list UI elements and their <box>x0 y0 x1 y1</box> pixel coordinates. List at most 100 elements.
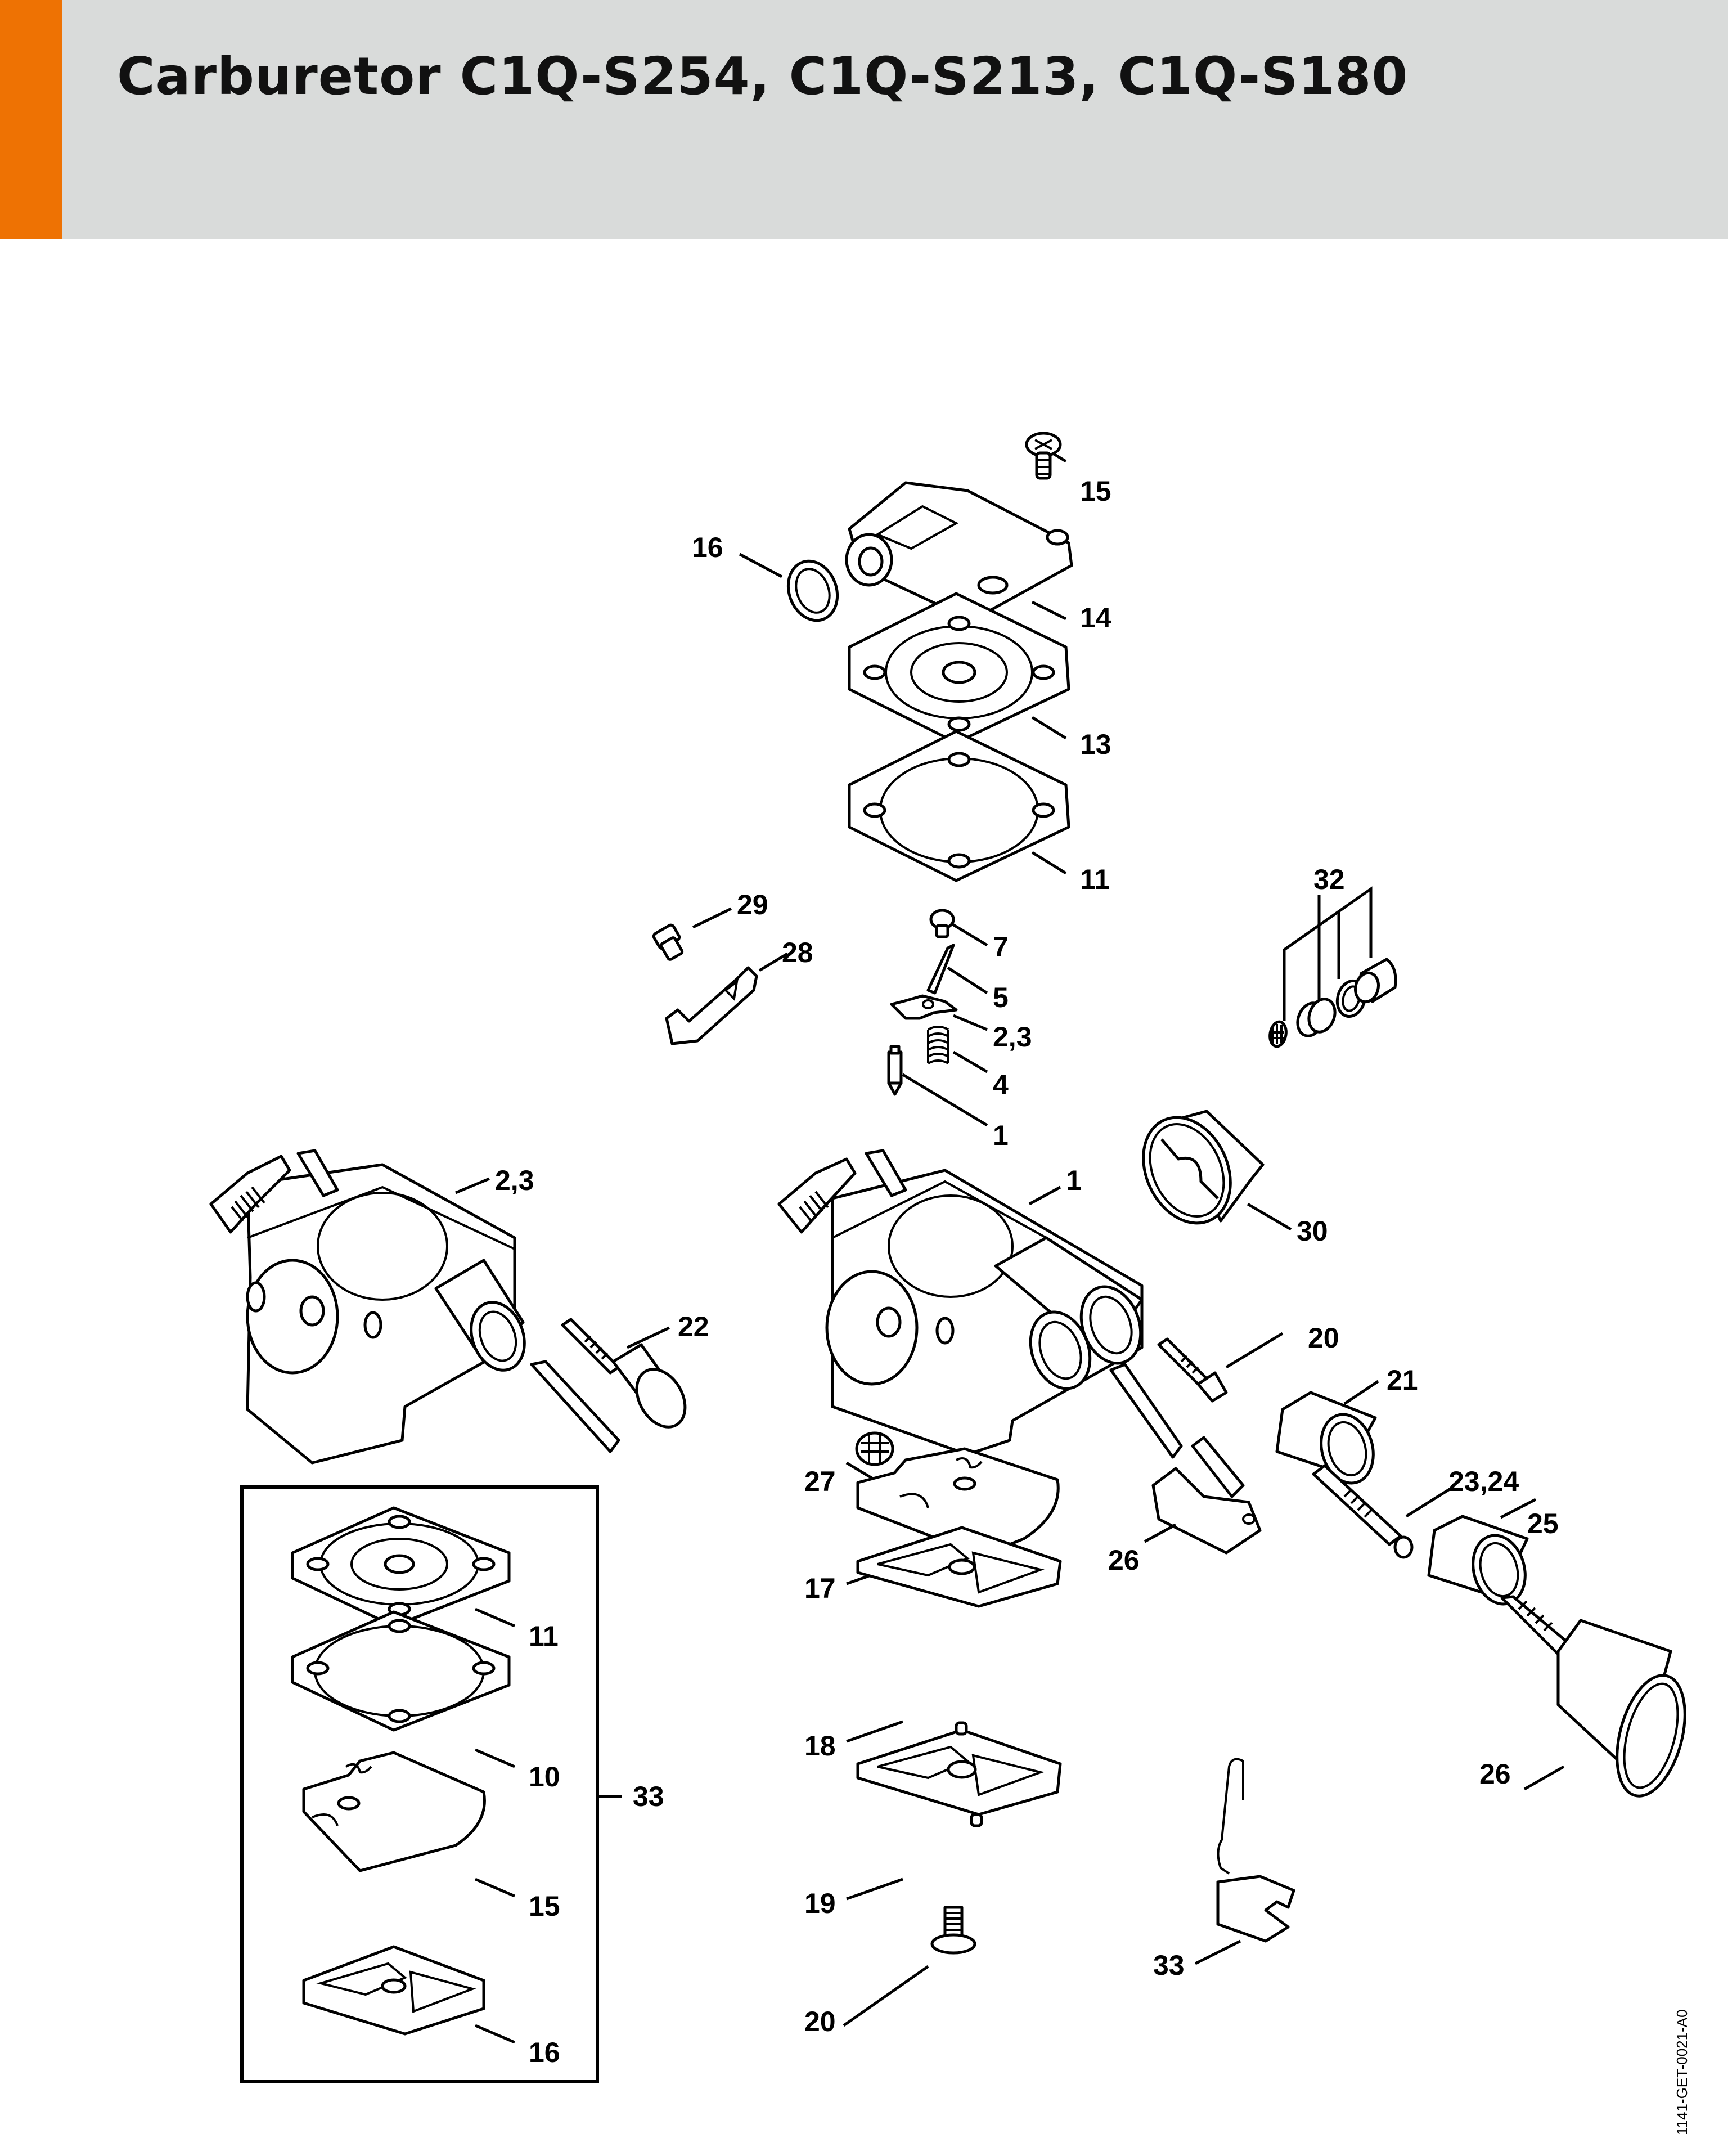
callout-15[interactable]: 17 <box>804 1573 836 1604</box>
part-11-pump-diaphragm[interactable] <box>848 592 1070 744</box>
leader-line-4 <box>902 1073 988 1127</box>
callout-16[interactable]: 18 <box>804 1730 836 1762</box>
kit-part-16 <box>302 1945 485 2036</box>
leader-line-13 <box>1052 452 1067 463</box>
callout-20[interactable]: 21 <box>1387 1364 1418 1396</box>
kit-part-11 <box>291 1506 511 1628</box>
kit-box-33[interactable]: 11 10 15 16 <box>240 1485 599 2083</box>
part-4-inlet-needle[interactable] <box>887 1045 903 1096</box>
callout-33[interactable]: 33 <box>633 1781 664 1812</box>
leader-line-kit-15 <box>475 1877 515 1898</box>
leader-line-12 <box>1031 600 1067 621</box>
part-19-adjusting-screw[interactable] <box>1157 1337 1228 1403</box>
callout-12[interactable]: 14 <box>1080 602 1112 634</box>
callout-14[interactable]: 16 <box>692 532 723 563</box>
callout-10[interactable]: 11 <box>1080 864 1110 895</box>
callout-5[interactable]: 2,3 <box>993 1021 1032 1053</box>
callout-26[interactable]: 26 <box>1479 1758 1511 1790</box>
leader-line-11 <box>1031 716 1067 740</box>
leader-line-31 <box>1194 1939 1241 1965</box>
part-17-end-cover[interactable] <box>856 1721 1062 1827</box>
leader-line-10 <box>1031 851 1067 875</box>
part-21-adjusting-screw-with-cap[interactable] <box>561 1318 695 1436</box>
leader-line-28 <box>758 952 789 972</box>
page-header: Carburetor C1Q-S254, C1Q-S213, C1Q-S180 <box>0 0 1728 239</box>
part-27-strainer[interactable] <box>855 1431 894 1466</box>
callout-18[interactable]: 20 <box>804 2006 836 2037</box>
callout-kit-15[interactable]: 15 <box>529 1890 560 1922</box>
callout-13[interactable]: 15 <box>1080 475 1112 507</box>
part-16-gasket[interactable] <box>856 1526 1062 1608</box>
leader-line-2-3 <box>455 1177 490 1194</box>
callout-31[interactable]: 33 <box>1153 1950 1185 1981</box>
part-12-end-cover[interactable] <box>845 481 1073 615</box>
callout-19[interactable]: 20 <box>1308 1322 1339 1354</box>
callout-2-3[interactable]: 2,3 <box>495 1165 534 1196</box>
leader-line-26 <box>1523 1765 1565 1791</box>
part-1-carburetor-body[interactable] <box>777 1149 1151 1456</box>
leader-line-1 <box>1028 1185 1061 1206</box>
callout-8-9[interactable]: 7 <box>993 931 1009 963</box>
leader-line-19 <box>1225 1332 1284 1369</box>
part-26-idle-speed-screw[interactable] <box>1500 1595 1697 1803</box>
part-15-metering-diaphragm[interactable] <box>856 1447 1060 1557</box>
callout-30[interactable]: 30 <box>1297 1215 1328 1247</box>
callout-25[interactable]: 26 <box>1108 1544 1140 1576</box>
callout-23-24[interactable]: 25 <box>1527 1508 1559 1539</box>
part-29-screw[interactable] <box>652 923 684 961</box>
part-32-valve-set[interactable] <box>1268 886 1397 1048</box>
callout-kit-11[interactable]: 11 <box>529 1620 559 1652</box>
callout-27[interactable]: 27 <box>804 1466 836 1497</box>
part-22-adjusting-screw[interactable] <box>1312 1464 1414 1559</box>
callout-32[interactable]: 32 <box>1313 864 1345 895</box>
leader-line-30 <box>1246 1202 1292 1231</box>
part-2-3-carburetor-body[interactable] <box>209 1149 533 1465</box>
part-30-cap[interactable] <box>1127 1103 1264 1237</box>
leader-line-22 <box>1405 1486 1452 1518</box>
part-5-inlet-control-lever[interactable] <box>890 994 958 1020</box>
part-28-lever[interactable] <box>665 966 758 1045</box>
part-6-spring[interactable] <box>927 1026 950 1064</box>
kit-part-10 <box>291 1610 511 1732</box>
part-14-ring[interactable] <box>780 554 845 627</box>
callout-4[interactable]: 1 <box>993 1120 1009 1151</box>
part-7-spindle[interactable] <box>926 944 955 995</box>
part-8-9-screw[interactable] <box>929 909 955 938</box>
leader-line-27 <box>845 1461 876 1481</box>
part-10-gasket[interactable] <box>848 730 1070 882</box>
part-23-24-limiter-cap[interactable] <box>1427 1515 1533 1610</box>
leader-line-23-24 <box>1500 1498 1537 1519</box>
callout-6[interactable]: 4 <box>993 1069 1009 1101</box>
callout-22[interactable]: 23,24 <box>1448 1466 1519 1497</box>
leader-line-5 <box>953 1014 988 1031</box>
callout-17[interactable]: 19 <box>804 1888 836 1919</box>
leader-line-17 <box>846 1877 903 1901</box>
leader-line-20 <box>1343 1380 1379 1405</box>
callout-28[interactable]: 28 <box>782 937 813 968</box>
callout-21[interactable]: 22 <box>678 1311 709 1342</box>
document-id: 1141-GET-0021-A0 <box>1673 2009 1690 2135</box>
part-13-screw[interactable] <box>1025 432 1062 480</box>
leader-line-18 <box>843 1965 929 2027</box>
leader-line-kit-16 <box>475 2024 515 2044</box>
part-20-limiter-cap[interactable] <box>1275 1391 1381 1489</box>
part-31-heating-element[interactable] <box>1216 1758 1295 1943</box>
header-accent-bar <box>0 0 62 239</box>
part-lever-left <box>530 1360 620 1453</box>
leader-line-25 <box>1144 1523 1177 1543</box>
leader-line-7 <box>947 966 988 995</box>
callout-11[interactable]: 13 <box>1080 729 1112 760</box>
leader-line-21 <box>626 1326 670 1349</box>
callout-29[interactable]: 29 <box>737 889 768 920</box>
callout-kit-16[interactable]: 16 <box>529 2037 560 2068</box>
callout-7[interactable]: 5 <box>993 982 1009 1013</box>
leader-line-14 <box>739 553 783 578</box>
leader-line-kit-11 <box>475 1607 515 1628</box>
part-25-lever[interactable] <box>1151 1436 1262 1555</box>
callout-kit-10[interactable]: 10 <box>529 1761 560 1793</box>
leader-line-kit-10 <box>475 1748 515 1768</box>
callout-1[interactable]: 1 <box>1066 1165 1082 1196</box>
leader-line-8-9 <box>951 922 988 947</box>
part-18-screw[interactable] <box>930 1906 976 1955</box>
